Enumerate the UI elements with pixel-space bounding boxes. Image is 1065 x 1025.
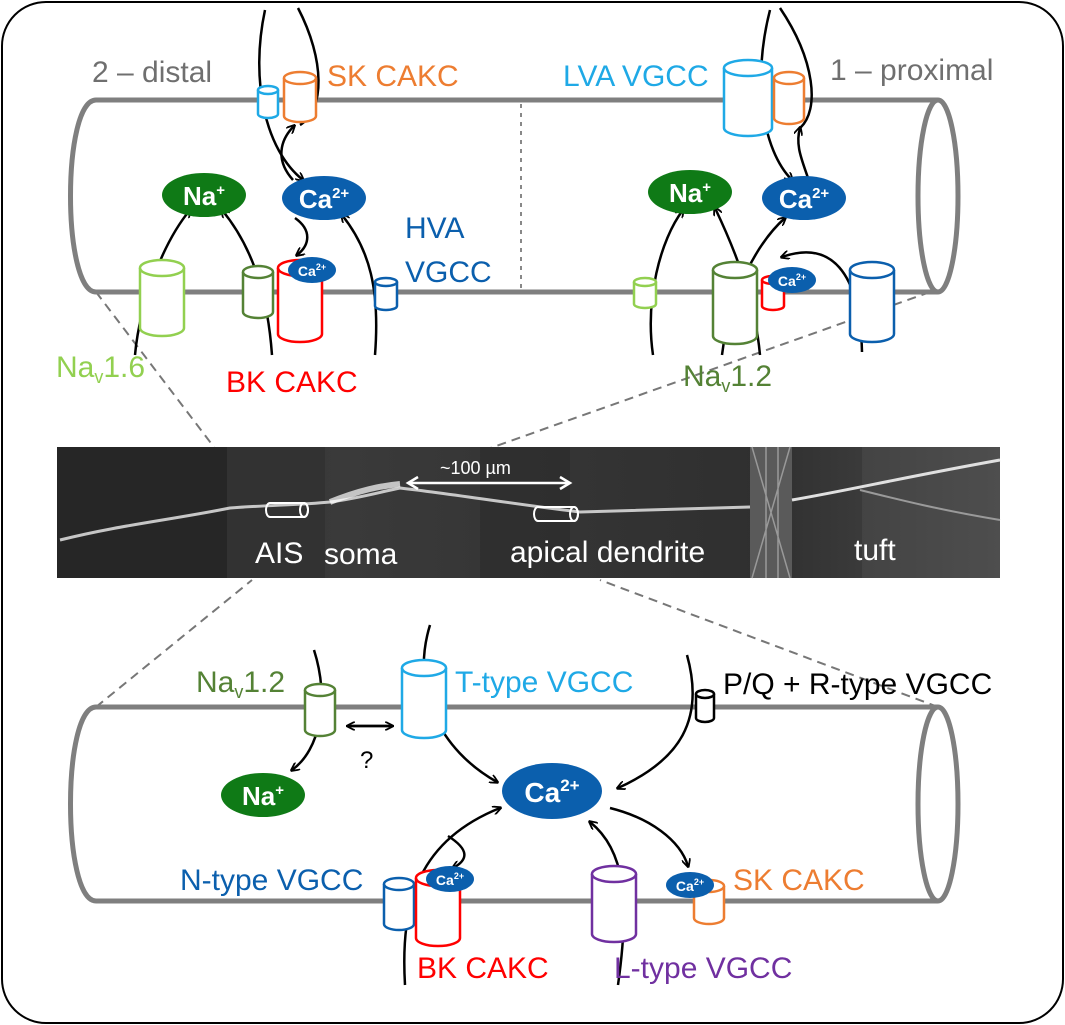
scale-label: ~100 µm (440, 458, 511, 478)
nav12-label: Nav1.2 (683, 360, 772, 396)
ca-ion-small: Ca2+ (288, 257, 336, 283)
bk-cakc-label: BK CAKC (417, 952, 549, 985)
ca-to-sk-arrow (798, 128, 810, 179)
sk-cakc-channel (282, 78, 318, 124)
na-ion: Na+ (162, 173, 246, 217)
svg-text:Ca2+: Ca2+ (779, 184, 830, 214)
sk-cakc-label: SK CAKC (733, 864, 865, 897)
dendrite-tube-bottom (68, 704, 938, 904)
ttype-vgcc-label: T-type VGCC (455, 666, 633, 699)
ca-influx-arrow (342, 215, 378, 356)
nav12-channel (241, 272, 275, 320)
na-ion: Na+ (648, 170, 732, 214)
neuron-micrograph: ~100 µm AIS soma apical dendrite tuft (57, 446, 1001, 579)
ntype-vgcc-channel (382, 884, 416, 932)
apical-dendrite-label: apical dendrite (510, 536, 705, 569)
nav16-channel (632, 282, 658, 310)
tuft-label: tuft (854, 534, 896, 567)
lva-vgcc-label: LVA VGCC (563, 60, 709, 93)
svg-text:Ca2+: Ca2+ (676, 877, 704, 894)
ntype-vgcc-label: N-type VGCC (180, 864, 363, 897)
nav16-channel (138, 268, 186, 338)
pq-rtype-vgcc-label: P/Q + R-type VGCC (723, 668, 992, 701)
hva-vgcc-channel (848, 270, 896, 344)
svg-text:Ca2+: Ca2+ (299, 184, 350, 214)
na-influx-arrow (649, 210, 683, 356)
vgcc-label: VGCC (405, 256, 492, 289)
bk-cakc-channel (276, 268, 324, 344)
ca-to-sk-arrow (609, 806, 688, 866)
hva-vgcc-channel (373, 282, 399, 312)
tube-end-top (915, 97, 961, 295)
nav12-label: Nav1.2 (196, 666, 285, 702)
nav12-channel (711, 270, 759, 346)
bk-cakc-label: BK CAKC (226, 366, 358, 399)
nav16-label: Nav1.6 (56, 351, 145, 387)
bottom-panel: Na+ Ca2+ Ca2+ Ca2+ Nav1.2 T-type VGCC P/… (68, 579, 992, 986)
pq-rtype-vgcc-channel (694, 694, 716, 724)
proximal-label: 1 – proximal (830, 54, 993, 87)
na-ion: Na+ (221, 773, 305, 817)
svg-text:Ca2+: Ca2+ (298, 262, 326, 279)
projection-line (599, 579, 939, 708)
bk-cakc-channel (414, 878, 462, 948)
hva-label: HVA (405, 212, 464, 245)
neurite (59, 486, 751, 542)
ca-to-sk-arrow (280, 126, 294, 181)
ais-label: AIS (255, 537, 303, 570)
ca-influx-arrow (618, 654, 694, 788)
ca-ion-small: Ca2+ (768, 267, 816, 293)
tube-end-bottom (915, 704, 961, 904)
ca-to-bk-arrow (447, 834, 466, 868)
svg-text:Na+: Na+ (669, 178, 711, 208)
top-panel: Na+ Ca2+ Ca2+ Na+ Ca2+ Ca2+ 2 – distal S… (56, 7, 993, 506)
tuft-branch (791, 458, 1001, 502)
ca-ion: Ca2+ (762, 176, 846, 220)
svg-text:Na+: Na+ (242, 781, 284, 811)
projection-line (95, 579, 253, 708)
lva-vgcc-channel (722, 68, 774, 138)
svg-text:Ca2+: Ca2+ (778, 272, 806, 289)
distal-label: 2 – distal (92, 56, 212, 89)
unknown-interaction-label: ? (360, 747, 373, 774)
ttype-vgcc-channel (400, 668, 448, 740)
lva-vgcc-channel (256, 90, 280, 120)
soma-label: soma (324, 538, 398, 571)
ca-ion-small: Ca2+ (666, 872, 714, 898)
ca-ion: Ca2+ (282, 176, 366, 220)
svg-text:Ca2+: Ca2+ (524, 776, 579, 808)
ltype-vgcc-channel (590, 874, 638, 944)
ca-ion-small: Ca2+ (426, 866, 474, 892)
sk-cakc-label: SK CAKC (327, 60, 459, 93)
ca-to-bk-arrow (295, 216, 309, 255)
svg-text:Na+: Na+ (183, 181, 225, 211)
nav12-channel (303, 690, 337, 738)
svg-text:Ca2+: Ca2+ (436, 871, 464, 888)
sk-cakc-channel (772, 78, 806, 126)
ca-ion-large: Ca2+ (502, 763, 602, 819)
ltype-vgcc-label: L-type VGCC (614, 952, 792, 985)
arrow-tail (778, 7, 813, 129)
